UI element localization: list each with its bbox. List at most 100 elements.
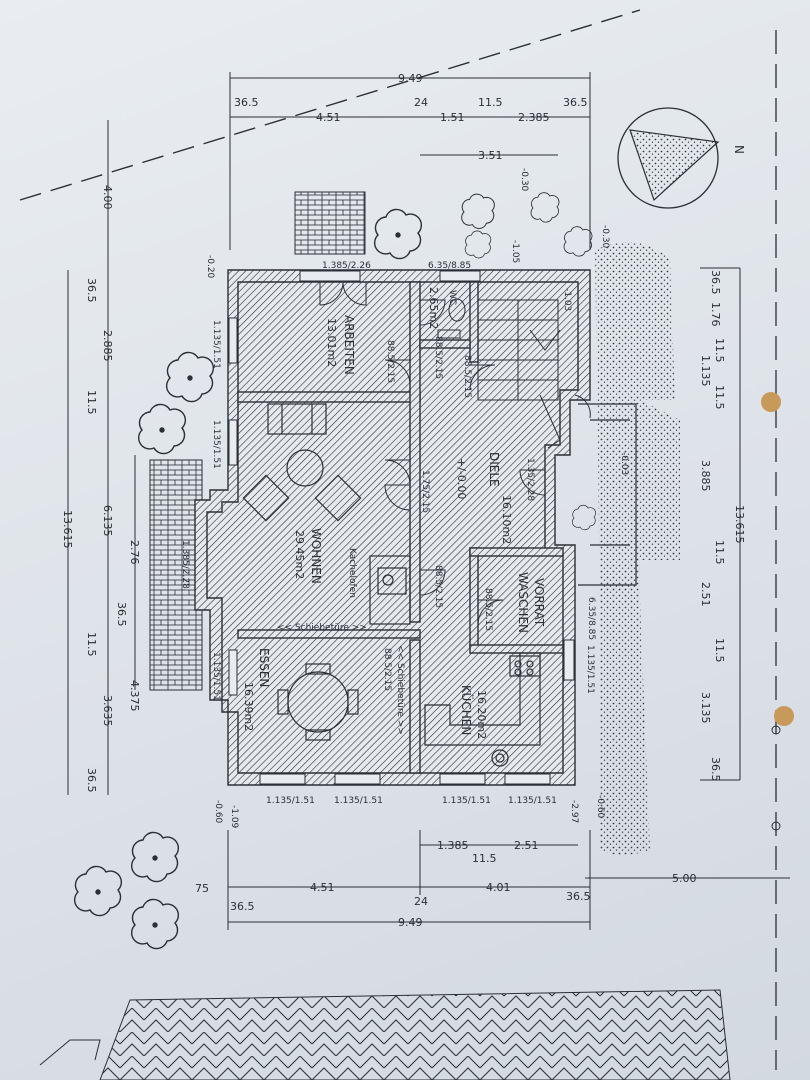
dim-right-c: 11.5 bbox=[713, 338, 726, 363]
level-label: -1.05 bbox=[510, 240, 520, 263]
property-lines bbox=[19, 9, 790, 1070]
room-wohnen-area: 29.45m2 bbox=[293, 530, 306, 579]
sliding-door-label-1: << Schiebetüre >> bbox=[277, 623, 367, 633]
dim-right-i: 11.5 bbox=[713, 638, 726, 663]
level-label: -1.09 bbox=[229, 805, 239, 829]
level-label: -0.30 bbox=[519, 168, 529, 192]
dim-right-a: 36.5 bbox=[709, 270, 722, 295]
dim-right-e: 11.5 bbox=[713, 385, 726, 410]
kitchen-counter bbox=[424, 652, 541, 767]
terrace-paving bbox=[149, 459, 203, 691]
dim-top-f: 2.385 bbox=[518, 111, 550, 124]
dim-left-d: 11.5 bbox=[85, 390, 98, 415]
dim-right-total: 13.615 bbox=[733, 505, 746, 544]
level-label: -0.03 bbox=[619, 452, 629, 475]
room-labels: ARBEITEN 13.01m2 WC 2.65m2 DIELE 16.10m2… bbox=[242, 287, 546, 739]
room-kuechen-area: 16.20m2 bbox=[475, 690, 488, 739]
dim-right-g: 11.5 bbox=[713, 540, 726, 565]
room-essen-area: 16.39m2 bbox=[242, 682, 255, 731]
opening-label: 1.385/2.28 bbox=[180, 540, 190, 589]
opening-label: 88.5/2.15 bbox=[433, 565, 443, 608]
opening-label: 1.135/1.51 bbox=[334, 796, 383, 806]
dim-bottom-b: 4.51 bbox=[310, 881, 335, 894]
room-essen-name: ESSEN bbox=[257, 648, 271, 687]
windows bbox=[228, 270, 575, 785]
opening-label: 88.5/2.15 bbox=[483, 588, 493, 631]
dim-top-total: 9.49 bbox=[398, 72, 423, 85]
dim-left-i: 3.635 bbox=[101, 695, 114, 727]
herringbone-paving bbox=[99, 989, 731, 1080]
level-labels: -0.03 -0.30 -0.30 -0.20 -0.60 -0.60 -1.0… bbox=[205, 168, 629, 829]
dim-bottom-h: 2.51 bbox=[514, 839, 539, 852]
garden-planting bbox=[595, 242, 680, 855]
north-label: N bbox=[732, 145, 746, 154]
building-walls bbox=[194, 269, 591, 786]
room-vorrat-name2: WASCHEN bbox=[516, 572, 530, 633]
dim-bottom-d: 4.01 bbox=[486, 881, 511, 894]
room-wohnen-name: WOHNEN bbox=[309, 528, 323, 584]
dim-top-a: 36.5 bbox=[234, 96, 259, 109]
level-label: -0.60 bbox=[213, 800, 223, 824]
dim-right-j: 3.135 bbox=[699, 692, 712, 724]
opening-label: 88.5/2.15 bbox=[433, 336, 443, 379]
opening-label: 1.135/1.51 bbox=[508, 796, 557, 806]
dim-bottom-g: 11.5 bbox=[472, 852, 497, 865]
dim-left-j: 4.375 bbox=[128, 680, 141, 712]
room-vorrat-name: VORRAT bbox=[532, 578, 546, 627]
room-wc-area: 2.65m2 bbox=[427, 287, 440, 329]
level-label: -0.30 bbox=[600, 225, 610, 249]
opening-label: 1.135/1.51 bbox=[211, 420, 221, 469]
opening-label: 1.135/1.51 bbox=[211, 320, 221, 369]
dim-right-h: 2.51 bbox=[699, 582, 712, 607]
opening-label: 1.135/1.51 bbox=[442, 796, 491, 806]
north-arrow: N bbox=[617, 107, 746, 209]
dim-bottom-e: 36.5 bbox=[566, 890, 591, 903]
dim-top-d: 1.51 bbox=[440, 111, 465, 124]
dim-left-h: 11.5 bbox=[85, 632, 98, 657]
dim-bottom-j: 75 bbox=[195, 882, 209, 895]
dim-top-c: 24 bbox=[414, 96, 428, 109]
dim-left-c: 2.885 bbox=[101, 330, 114, 362]
dim-right-k: 36.5 bbox=[709, 757, 722, 782]
level-label: -0.20 bbox=[205, 255, 215, 279]
dim-left-g: 36.5 bbox=[115, 602, 128, 627]
dim-left-total: 13.615 bbox=[61, 510, 74, 549]
level-label: -1.03 bbox=[562, 288, 572, 311]
opening-labels: 1.385/2.26 6.35/8.85 88.5/2.15 88.5/2.15… bbox=[180, 261, 596, 806]
dimension-labels: 9.49 36.5 4.51 24 1.51 11.5 2.385 36.5 3… bbox=[61, 72, 746, 929]
sliding-door-label-2: << Schiebetüre >> bbox=[395, 645, 405, 735]
wc-fixtures bbox=[437, 298, 466, 339]
dim-right-d: 1.135 bbox=[699, 355, 712, 387]
dim-right-b: 1.76 bbox=[709, 302, 722, 327]
dim-bottom-total: 9.49 bbox=[398, 916, 423, 929]
dim-bottom-c: 24 bbox=[414, 895, 428, 908]
level-label: -2.97 bbox=[569, 800, 579, 823]
paving-edge bbox=[39, 1039, 101, 1066]
dim-top-b: 4.51 bbox=[316, 111, 341, 124]
dim-bottom-i: 5.00 bbox=[672, 872, 697, 885]
room-arbeiten-name: ARBEITEN bbox=[342, 315, 356, 375]
dim-left-f: 2.76 bbox=[128, 540, 141, 565]
room-arbeiten-area: 13.01m2 bbox=[325, 318, 338, 367]
staircase bbox=[477, 299, 561, 449]
dim-top-e: 11.5 bbox=[478, 96, 503, 109]
opening-label: 88.5/2.15 bbox=[462, 355, 472, 398]
level-zero: +/-0.00 bbox=[455, 458, 468, 499]
dim-left-a: 4.00 bbox=[101, 185, 114, 210]
trees bbox=[74, 192, 596, 950]
room-diele-area: 16.10m2 bbox=[500, 495, 513, 544]
kachelofen-label: Kachelofen bbox=[347, 548, 357, 598]
dim-left-e: 6.135 bbox=[101, 505, 114, 537]
opening-label: 88.5/2.15 bbox=[385, 340, 395, 383]
entrance-paving bbox=[294, 191, 366, 255]
opening-label: 6.35/8.85 bbox=[586, 597, 596, 640]
opening-label: 1.75/2.15 bbox=[420, 470, 430, 513]
dim-left-b: 36.5 bbox=[85, 278, 98, 303]
opening-label: 6.35/8.85 bbox=[428, 261, 471, 271]
entrance-steps bbox=[578, 403, 637, 586]
dimension-lines bbox=[67, 72, 741, 930]
dim-bottom-a: 36.5 bbox=[230, 900, 255, 913]
dim-right-f: 3.885 bbox=[699, 460, 712, 492]
